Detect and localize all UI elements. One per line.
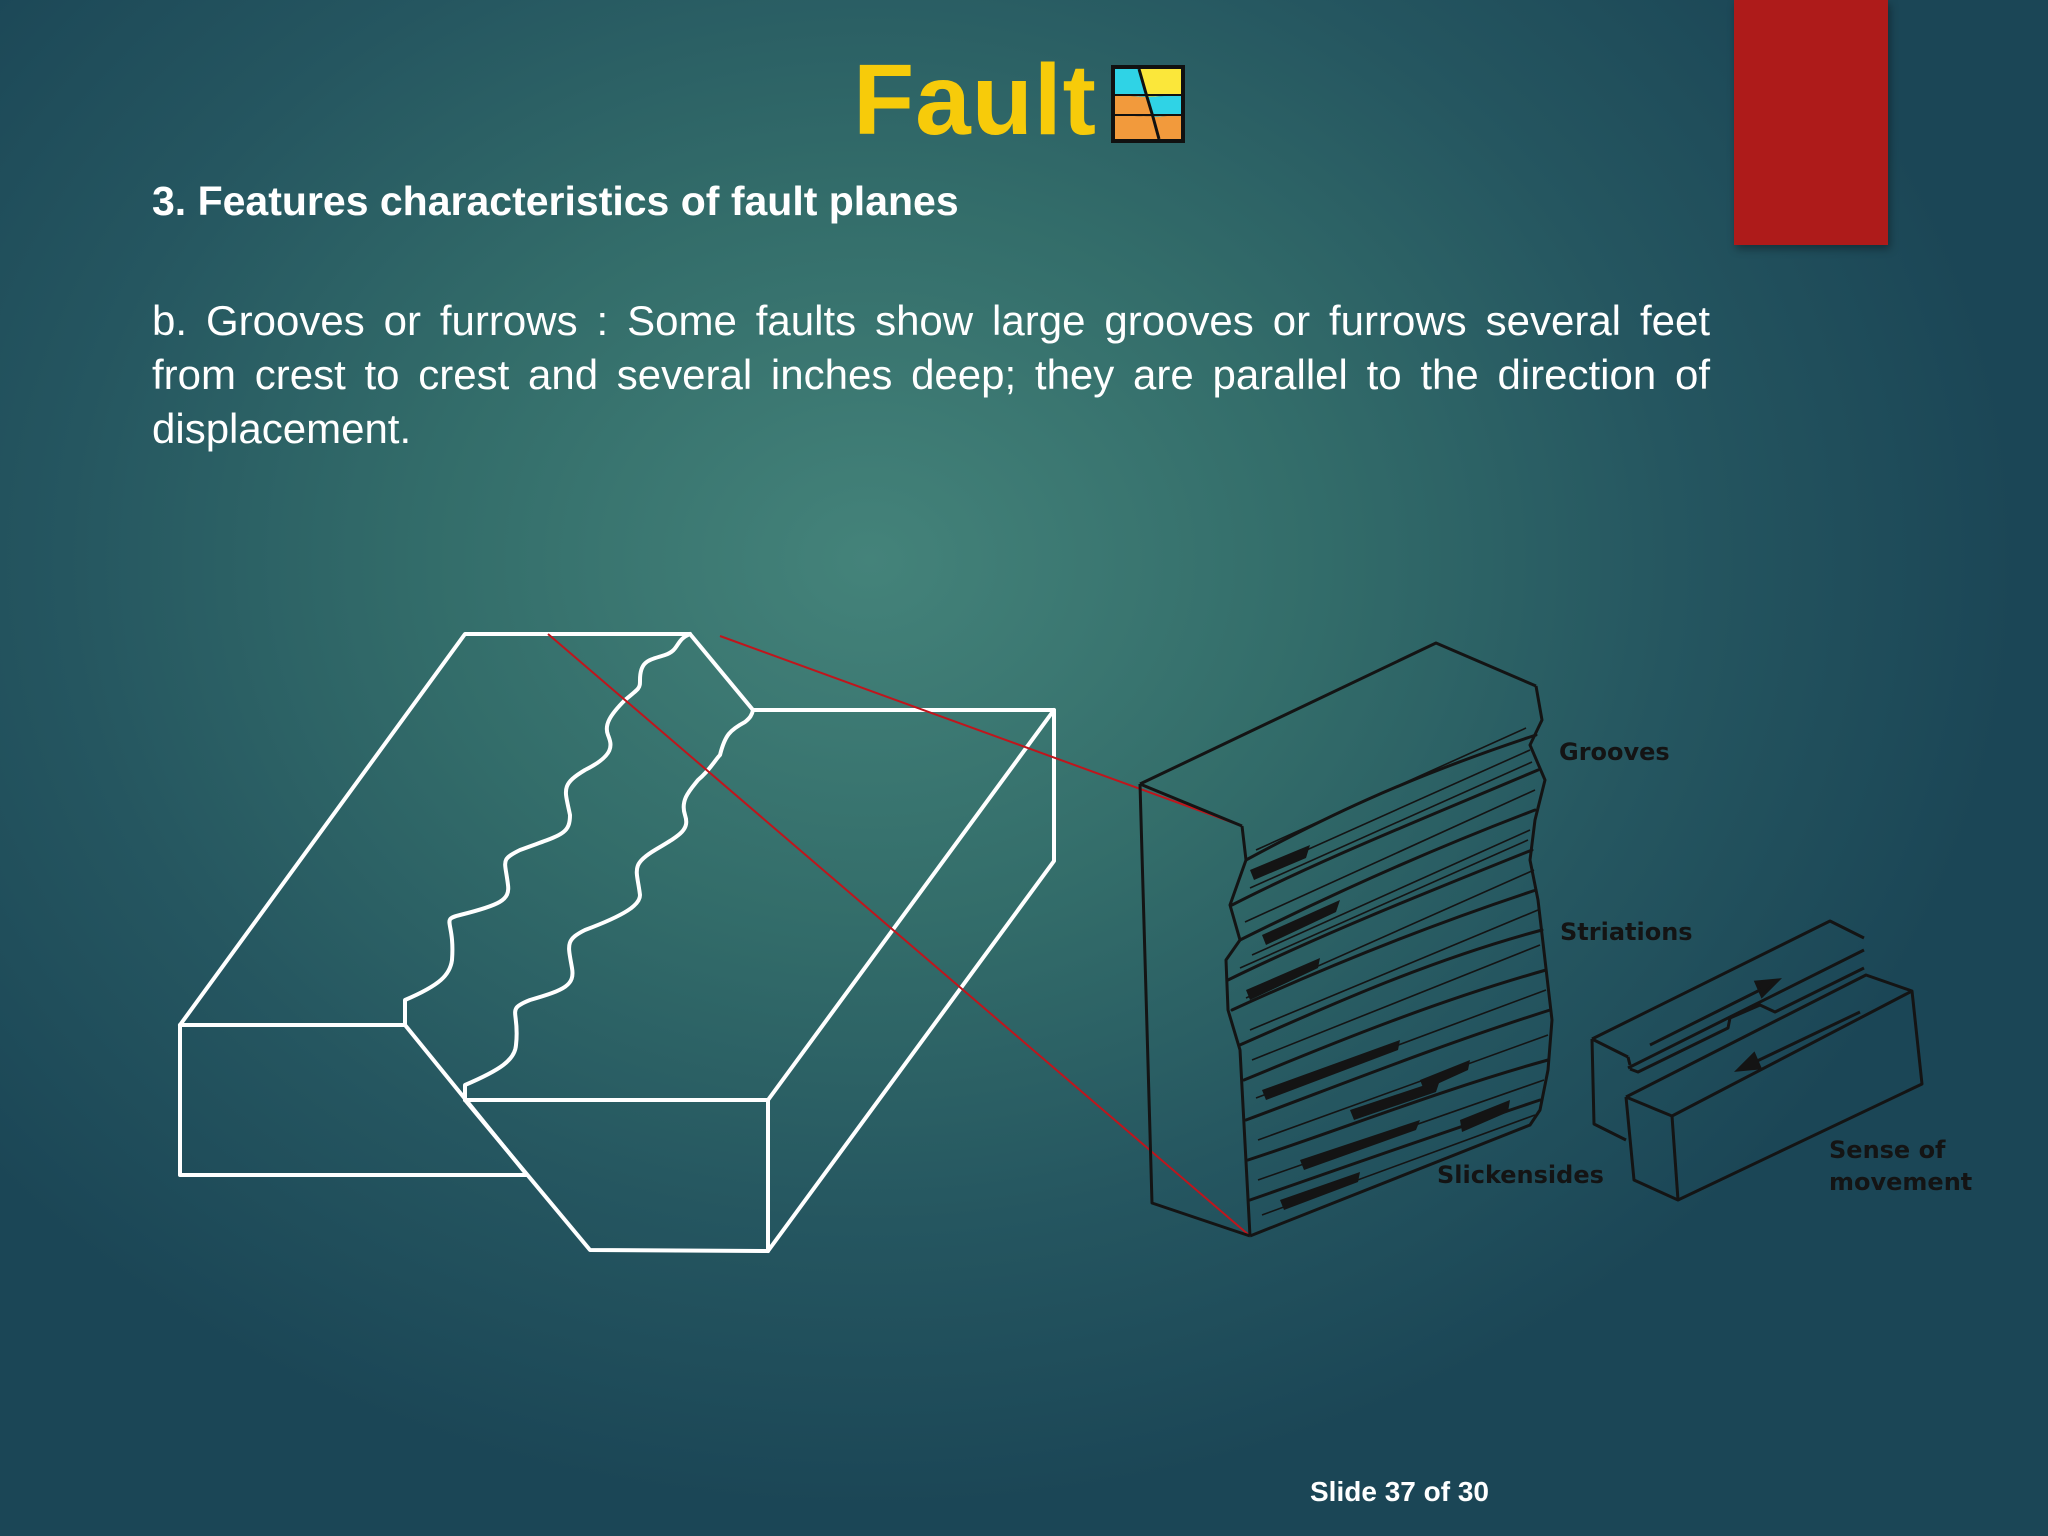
- movement-arrows: [1649, 978, 1861, 1072]
- slide-number: Slide 37 of 30: [1310, 1476, 1489, 1507]
- label-striations: Striations: [1560, 918, 1693, 946]
- label-grooves: Grooves: [1559, 738, 1670, 766]
- slide-title: Fault: [853, 44, 1097, 156]
- section-heading: 3. Features characteristics of fault pla…: [152, 178, 959, 224]
- body-paragraph: b. Grooves or furrows : Some faults show…: [152, 297, 1710, 452]
- fault-block-icon: [1110, 65, 1185, 143]
- title-group: Fault: [853, 50, 1187, 150]
- leader-lines: [547, 633, 1251, 1237]
- sense-of-movement-blocks: [1590, 919, 1924, 1202]
- label-sense-of: Sense of: [1829, 1136, 1946, 1164]
- slickensides-steps: [1246, 845, 1510, 1210]
- label-movement: movement: [1829, 1168, 1972, 1196]
- title-bar: Fault: [0, 40, 2048, 160]
- fault-surface-block: [1138, 641, 1554, 1238]
- striations-texture: [1239, 727, 1549, 1216]
- label-slickensides: Slickensides: [1437, 1161, 1604, 1189]
- red-accent-tab: [1734, 0, 1888, 245]
- fault-block-outline: [178, 632, 1056, 1253]
